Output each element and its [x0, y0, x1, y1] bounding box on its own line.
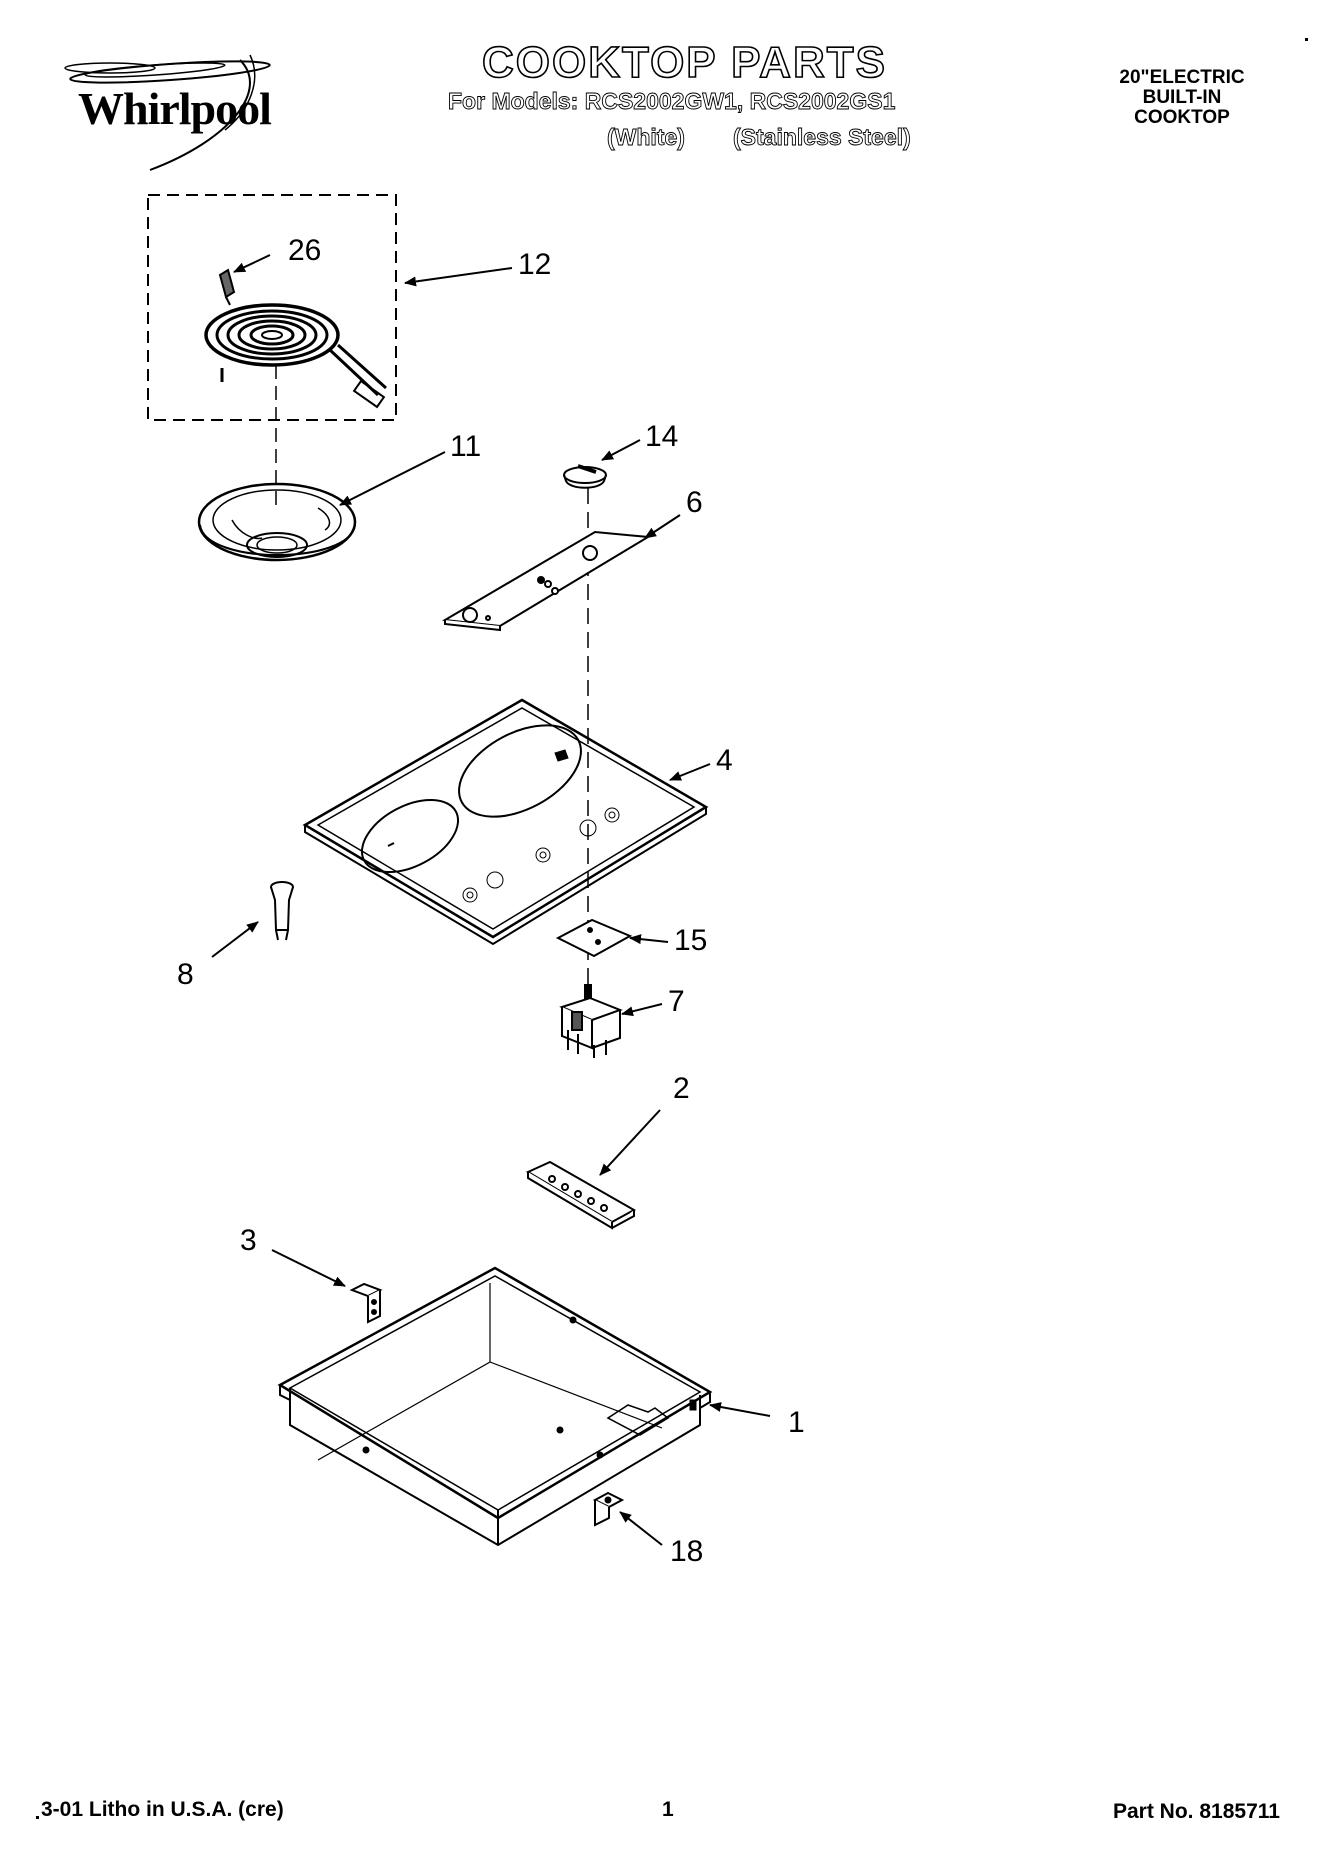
callout-6: 6 [686, 486, 703, 519]
drip-bowl [197, 482, 357, 562]
callout-4: 4 [716, 744, 733, 777]
terminal-clip [218, 268, 236, 306]
element-assembly-box [147, 194, 397, 421]
switch-gasket [555, 918, 633, 958]
control-panel [441, 530, 652, 632]
footer-litho: 3-01 Litho in U.S.A. (cre) [41, 1798, 284, 1821]
callout-15: 15 [674, 924, 708, 957]
burner-box [277, 1266, 713, 1547]
mounting-bracket-left [349, 1282, 383, 1324]
speck-mark [1305, 38, 1308, 41]
callout-26: 26 [288, 234, 322, 267]
cooktop-top [302, 698, 709, 946]
callout-18: 18 [670, 1535, 704, 1568]
spec-line-3: COOKTOP [1134, 107, 1230, 128]
callout-7: 7 [668, 985, 685, 1018]
footer-page-number: 1 [662, 1798, 674, 1821]
product-spec: 20"ELECTRIC BUILT-IN COOKTOP [1082, 68, 1282, 128]
callout-3: 3 [240, 1224, 257, 1257]
callout-14: 14 [645, 420, 679, 453]
indicator-light [270, 881, 294, 941]
infinite-switch [559, 984, 623, 1058]
terminal-block [525, 1160, 637, 1230]
variant-white: (White) [607, 124, 686, 151]
models-line: For Models: RCS2002GW1, RCS2002GS1 [448, 88, 896, 115]
callout-1: 1 [788, 1406, 805, 1439]
callout-2: 2 [673, 1072, 690, 1105]
leader-arrows [211, 254, 771, 1546]
mounting-bracket-right [592, 1491, 625, 1527]
callout-11: 11 [450, 430, 482, 463]
footer-dot [36, 1816, 39, 1819]
spec-line-1: 20"ELECTRIC [1119, 67, 1245, 88]
brand-wordmark: Whirlpool [78, 83, 272, 134]
spec-line-2: BUILT-IN [1142, 87, 1222, 108]
variant-stainless: (Stainless Steel) [733, 124, 912, 151]
callout-12: 12 [518, 248, 552, 281]
callout-8: 8 [177, 958, 194, 991]
surface-element-coil [204, 303, 388, 409]
page-title: COOKTOP PARTS [481, 37, 887, 88]
control-knob [563, 464, 607, 489]
footer-part-number: Part No. 8185711 [1113, 1800, 1280, 1823]
